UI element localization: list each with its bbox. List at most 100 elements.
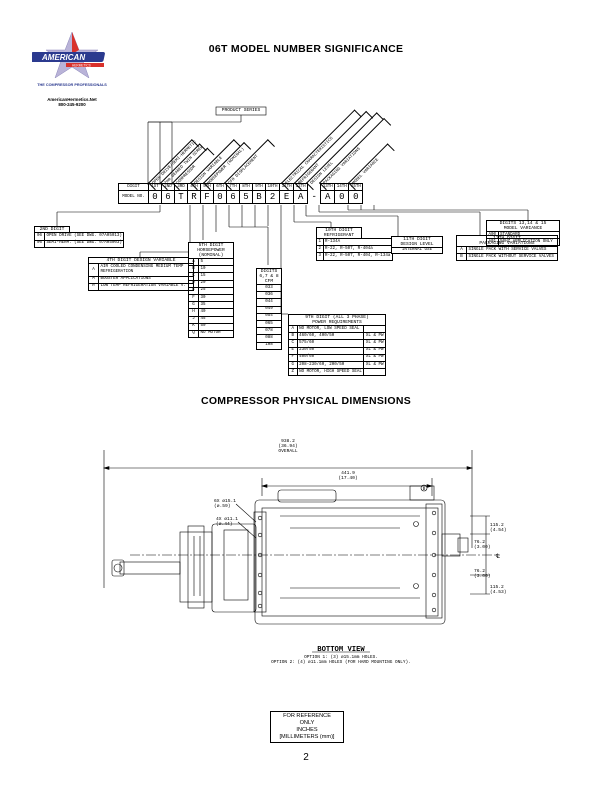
table-cell: XL & PW — [363, 332, 386, 341]
digit9-title2: POWER REQUIREMENTS — [312, 320, 362, 325]
table-cell: A — [88, 263, 99, 277]
reference-note-box: FOR REFERENCE ONLY INCHES [MILLIMETERS (… — [270, 711, 344, 743]
table-cell: E — [188, 286, 199, 295]
table-cell: B — [288, 332, 298, 341]
table-cell: H — [188, 308, 199, 317]
table-cell: D — [188, 279, 199, 288]
table-row: 044 — [256, 298, 282, 307]
table-cell: A00 — [486, 230, 499, 240]
table-row: 049 — [256, 305, 282, 314]
compressor-bottom-view-drawing: 938.2 (36.94) OVERALL 441.9 (17.40) 6X ø… — [102, 438, 507, 665]
digit-position-9: 9TH — [252, 182, 266, 192]
digit-position-11: 11TH — [279, 182, 295, 192]
table-cell: BOOSTER APPLICATIONS — [98, 275, 194, 284]
table-cell: 049 — [256, 305, 282, 314]
digit-char-14: A — [320, 190, 336, 205]
table-cell: Q — [188, 329, 199, 339]
digit131415-title1: DIGITS 13,14 & 15 — [499, 221, 547, 226]
table-cell: STANDARD — [497, 230, 561, 240]
dim-762a-inch: (3.00) — [474, 544, 491, 550]
table-cell: 45 — [198, 315, 234, 324]
digit678-title3: CFM — [264, 279, 274, 284]
table-row: 078 — [256, 327, 282, 336]
digit-char-15: 0 — [334, 190, 350, 205]
table-cell: A — [188, 257, 199, 267]
table-cell: LOW TEMP REFRIGERATION VARIABLE V. — [98, 282, 194, 291]
digit11-title2: DESIGN LEVEL — [400, 242, 434, 247]
table-cell: AIR COOLED CONDENSING MEDIUM TEMP REFRIG… — [98, 263, 194, 277]
digit131415-title2: MODEL VARIANCE — [503, 226, 543, 231]
digit2-title: 2ND DIGIT — [34, 226, 70, 233]
model-number-diagram — [56, 106, 529, 315]
digit-char-5: F — [200, 190, 214, 205]
digit-position-1: 1ST — [148, 182, 162, 192]
table-cell: SINGLE PACK WITH SERVICE VALVES — [466, 245, 558, 255]
digit-position-2: 2ND — [161, 182, 175, 192]
hole-4x-inch: (ø.44) — [216, 521, 233, 527]
table-cell: 033 — [256, 283, 282, 293]
digit5-title3: (NOMINAL) — [198, 253, 224, 258]
table-row: 033 — [256, 283, 282, 293]
table-cell: 06 — [34, 232, 45, 241]
logo-phone: 800-245-9200 — [58, 102, 86, 107]
table-cell: 15 — [198, 272, 234, 281]
digit-char-16: 0 — [348, 190, 364, 205]
table-cell: R-22, R-507, R-404, R-134a — [322, 252, 393, 261]
digit-char-12: A — [293, 190, 309, 205]
table-cell: 208-230/60, 200/50 — [296, 360, 365, 370]
table-cell: A — [288, 324, 298, 334]
model-significance-title: 06T MODEL NUMBER SIGNIFICANCE — [208, 43, 404, 55]
digit10-title: 10TH DIGIT REFRIGERANT — [316, 227, 362, 238]
table-cell: 460/60, 400/50 — [296, 332, 365, 341]
table-cell: B — [188, 265, 199, 274]
digit5-title2: HORSEPOWER — [197, 248, 225, 253]
digit-position-15: 14TH — [334, 182, 350, 192]
digit-char-4: R — [187, 190, 201, 205]
digit-char-11: E — [279, 190, 295, 205]
digit-position-10: 10TH — [264, 182, 281, 192]
digit11-title: 11TH DIGIT DESIGN LEVEL — [391, 236, 443, 248]
table-row: 036 — [256, 291, 282, 300]
dim-152b-inch: (4.53) — [490, 589, 507, 595]
table-cell: Z — [288, 368, 298, 377]
table-cell: 065 — [256, 319, 282, 329]
bottom-view-option1: OPTION 1: (3) ø15.1mm HOLES. — [304, 655, 378, 660]
table-cell: 06 — [34, 239, 45, 248]
digit-position-6: 6TH — [213, 182, 227, 192]
digit678-title2: 6,7 & 8 — [259, 274, 279, 279]
table-cell: G — [288, 360, 298, 370]
table-cell: OPEN DRIVE (SEE DWG. 07A05013) — [43, 232, 125, 241]
digit-char-1: 0 — [148, 190, 162, 205]
table-cell: XL & PW — [363, 346, 386, 355]
table-cell: K — [188, 322, 199, 331]
digit678-title: DIGITS 6,7 & 8 CFM — [256, 268, 282, 284]
hole-6x-label: 6X ø15.1 — [214, 498, 236, 504]
table-cell: NO MOTOR — [198, 329, 234, 339]
logo-website: AmericanHermetics.Net — [47, 97, 97, 102]
digit-position-3: 3RD — [174, 182, 188, 192]
view-b-label: B — [423, 488, 426, 492]
table-cell: 078 — [256, 327, 282, 336]
table-cell: 20 — [198, 279, 234, 288]
digit-char-7: 6 — [226, 190, 240, 205]
table-cell: R-22, R-507, R-404a — [322, 245, 393, 254]
